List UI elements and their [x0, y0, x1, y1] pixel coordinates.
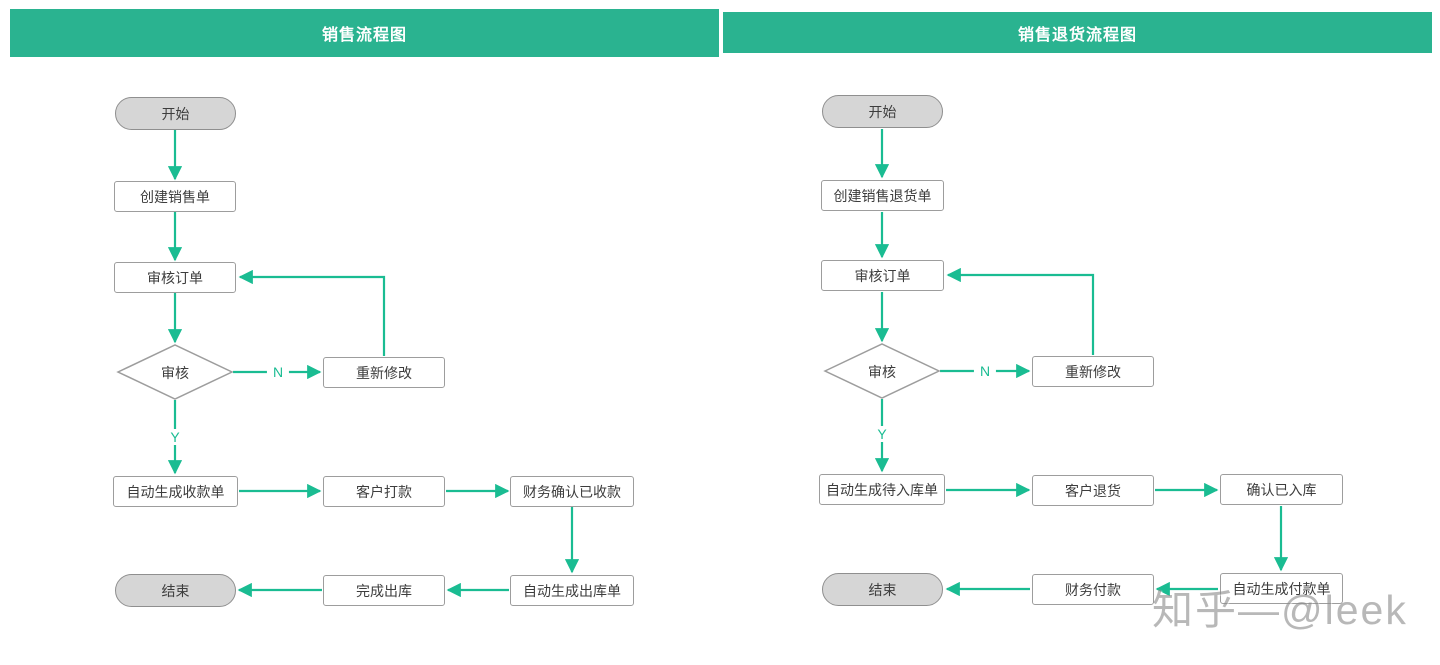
right-finance-pay-node: 财务付款	[1032, 574, 1154, 605]
right-yes-label: Y	[871, 426, 893, 442]
left-end-node: 结束	[115, 574, 236, 607]
left-finance-confirm-node: 财务确认已收款	[510, 476, 634, 507]
right-start-node: 开始	[822, 95, 943, 128]
left-create-order-node: 创建销售单	[114, 181, 236, 212]
zhihu-watermark: 知乎—@leek	[1152, 587, 1408, 633]
left-start-node: 开始	[115, 97, 236, 130]
right-chart-header: 销售退货流程图	[723, 12, 1432, 53]
right-review-order-node: 审核订单	[821, 260, 944, 291]
left-auto-receipt-node: 自动生成收款单	[113, 476, 238, 507]
right-auto-payment-node: 自动生成付款单	[1220, 573, 1343, 604]
left-decision-label: 审核	[161, 365, 189, 381]
edge-left-modify-review-loop	[238, 269, 386, 356]
left-no-label: N	[266, 364, 290, 380]
right-create-order-node: 创建销售退货单	[821, 180, 944, 211]
left-auto-outbound-node: 自动生成出库单	[510, 575, 634, 606]
right-chart-title: 销售退货流程图	[1017, 26, 1137, 44]
left-yes-label: Y	[164, 429, 186, 445]
right-decision-diamond	[823, 343, 941, 399]
right-modify-node: 重新修改	[1032, 356, 1154, 387]
left-decision-diamond	[116, 344, 234, 400]
left-complete-outbound-node: 完成出库	[323, 575, 445, 606]
edge-right-modify-review-loop	[946, 267, 1095, 355]
right-end-node: 结束	[822, 573, 943, 606]
left-chart-title: 销售流程图	[321, 27, 407, 44]
left-chart-header: 销售流程图	[10, 9, 719, 57]
right-customer-return-node: 客户退货	[1032, 475, 1154, 506]
right-confirm-inbound-node: 确认已入库	[1220, 474, 1343, 505]
right-decision-label: 审核	[868, 364, 896, 380]
left-review-order-node: 审核订单	[114, 262, 236, 293]
right-no-label: N	[973, 363, 997, 379]
left-modify-node: 重新修改	[323, 357, 445, 388]
left-customer-pay-node: 客户打款	[323, 476, 445, 507]
right-pending-inbound-node: 自动生成待入库单	[819, 474, 945, 505]
